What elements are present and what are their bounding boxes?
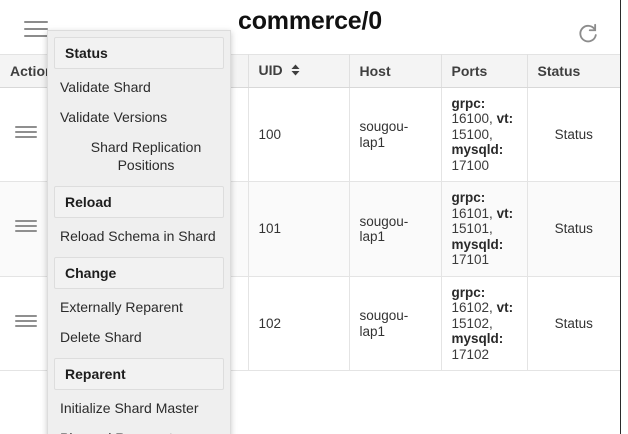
row-host-cell: sougou-lap1	[349, 87, 442, 183]
column-header-uid-label: UID	[258, 62, 283, 78]
column-header-status: Status	[527, 54, 620, 88]
menu-group-header-change: Change	[54, 257, 224, 289]
port-label-grpc: grpc:	[451, 190, 486, 206]
port-label-mysqld: mysqld:	[451, 236, 504, 252]
row-menu-bar-1	[14, 314, 37, 317]
page-title: commerce/0	[238, 7, 382, 35]
menu-group-header-reload: Reload	[54, 186, 224, 218]
menu-item-planned-reparent[interactable]: Planned Reparent	[48, 423, 230, 434]
port-label-vt: vt:	[496, 300, 514, 316]
port-value-mysqld: 17101	[451, 252, 490, 268]
row-uid-cell: 102	[248, 276, 350, 372]
row-ports-cell: grpc: 16101, vt: 15101, mysqld: 17101	[441, 181, 528, 277]
hamburger-bar-2	[24, 28, 48, 30]
port-value-grpc: 16101,	[451, 205, 493, 221]
shard-actions-menu[interactable]: Status Validate Shard Validate Versions …	[47, 30, 231, 434]
column-header-host: Host	[349, 54, 442, 88]
row-uid-cell: 100	[248, 87, 350, 183]
menu-item-validate-versions[interactable]: Validate Versions	[60, 109, 168, 125]
row-menu-icon[interactable]	[14, 314, 37, 329]
menu-group-header-status: Status	[54, 37, 224, 69]
column-header-ports: Ports	[441, 54, 528, 88]
port-label-mysqld: mysqld:	[451, 142, 504, 158]
port-label-vt: vt:	[496, 205, 514, 221]
row-menu-bar-2	[14, 225, 37, 228]
port-value-vt: 15102,	[451, 315, 493, 331]
row-menu-bar-3	[14, 324, 37, 327]
row-menu-bar-3	[14, 135, 37, 138]
menu-item-delete-shard[interactable]: Delete Shard	[60, 329, 142, 345]
port-label-grpc: grpc:	[451, 95, 486, 111]
row-menu-bar-2	[14, 319, 37, 322]
status-link[interactable]: Status	[554, 221, 593, 237]
row-status-cell: Status	[527, 87, 620, 183]
row-action-cell	[0, 276, 53, 372]
row-action-cell	[0, 87, 53, 183]
row-menu-bar-2	[14, 130, 37, 133]
port-value-grpc: 16102,	[451, 300, 493, 316]
hamburger-menu-icon[interactable]	[24, 20, 50, 38]
row-host-cell: sougou-lap1	[349, 181, 442, 277]
port-value-grpc: 16100,	[451, 111, 493, 127]
port-label-grpc: grpc:	[451, 284, 486, 300]
window-edge-divider	[620, 0, 621, 434]
port-value-vt: 15100,	[451, 126, 493, 142]
row-host-cell: sougou-lap1	[349, 276, 442, 372]
menu-item-validate-shard[interactable]: Validate Shard	[60, 79, 151, 95]
sort-arrows-icon[interactable]	[290, 63, 301, 80]
port-value-mysqld: 17102	[451, 346, 490, 362]
port-label-vt: vt:	[496, 111, 514, 127]
menu-item-reload-schema-in-shard[interactable]: Reload Schema in Shard	[60, 228, 216, 244]
column-header-uid[interactable]: UID	[248, 54, 350, 88]
row-menu-icon[interactable]	[14, 220, 37, 234]
menu-item-externally-reparent[interactable]: Externally Reparent	[60, 299, 183, 315]
port-value-mysqld: 17100	[451, 157, 490, 173]
port-label-mysqld: mysqld:	[451, 331, 504, 347]
row-action-cell	[0, 181, 53, 277]
port-value-vt: 15101,	[451, 221, 493, 237]
row-ports-cell: grpc: 16100, vt: 15100, mysqld: 17100	[441, 87, 528, 183]
refresh-icon[interactable]	[575, 22, 601, 48]
menu-group-header-reparent: Reparent	[54, 358, 224, 390]
column-header-action: Action	[0, 54, 54, 88]
menu-item-initialize-shard-master[interactable]: Initialize Shard Master	[60, 400, 199, 416]
row-menu-bar-1	[14, 220, 37, 223]
row-menu-bar-3	[14, 230, 37, 233]
row-menu-icon[interactable]	[14, 125, 37, 140]
status-link[interactable]: Status	[554, 315, 593, 331]
hamburger-bar-3	[24, 35, 48, 37]
row-uid-cell: 101	[248, 181, 350, 277]
row-ports-cell: grpc: 16102, vt: 15102, mysqld: 17102	[441, 276, 528, 372]
menu-item-shard-replication-positions[interactable]: Shard Replication Positions	[90, 139, 202, 173]
row-status-cell: Status	[527, 181, 620, 277]
window-outer-gutter	[621, 0, 628, 434]
hamburger-bar-1	[24, 21, 48, 23]
row-status-cell: Status	[527, 276, 620, 372]
row-menu-bar-1	[14, 125, 37, 128]
status-link[interactable]: Status	[554, 126, 593, 142]
